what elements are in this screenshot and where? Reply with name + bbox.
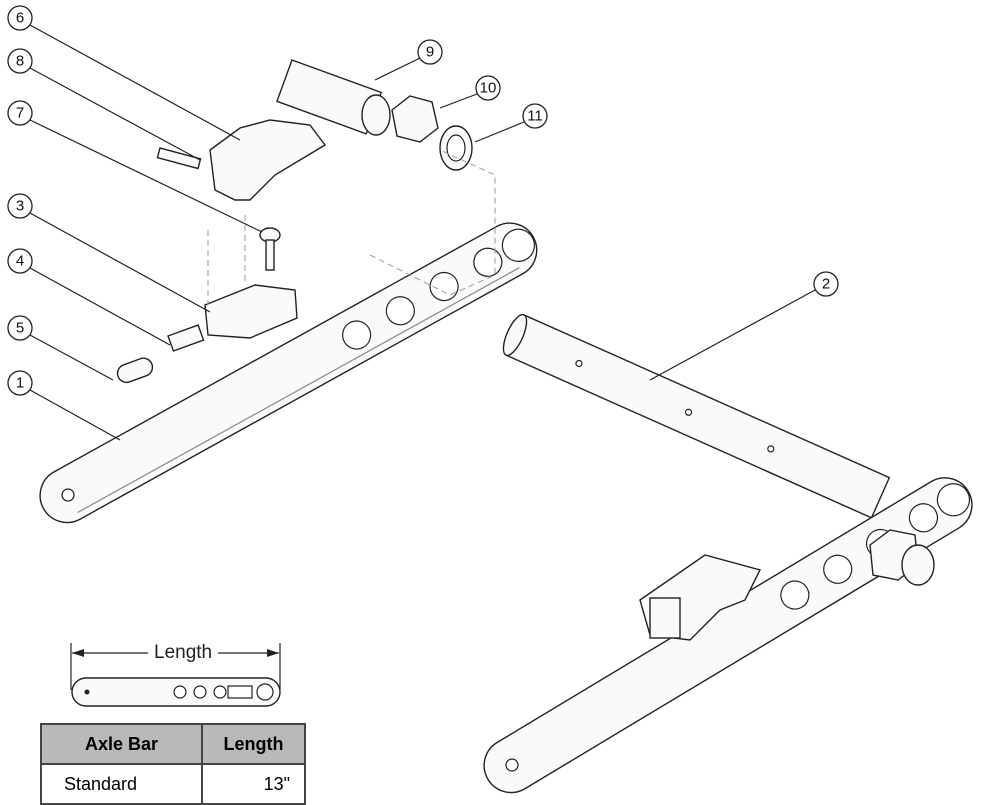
- axle-bar-length-table: Axle Bar Length Standard 13": [40, 723, 306, 805]
- spring-part-4: [167, 324, 205, 352]
- table-row: Standard 13": [40, 763, 306, 805]
- svg-text:6: 6: [16, 10, 24, 27]
- cell-axle-bar: Standard: [40, 763, 203, 805]
- svg-text:8: 8: [16, 53, 24, 70]
- leader-lines: [29, 24, 816, 441]
- callout-8: 8: [7, 48, 33, 74]
- axle-bar-left: [39, 222, 538, 524]
- svg-text:1: 1: [16, 375, 24, 392]
- cell-length: 13": [201, 763, 306, 805]
- axle-tube: [502, 313, 891, 519]
- clamp-assembled: [639, 554, 762, 641]
- callout-11: 11: [522, 103, 548, 129]
- callout-3: 3: [7, 193, 33, 219]
- table-header-row: Axle Bar Length: [40, 723, 306, 765]
- callout-7: 7: [7, 100, 33, 126]
- sleeve-part-9: [276, 59, 391, 136]
- svg-text:11: 11: [527, 108, 543, 125]
- callout-10: 10: [475, 75, 501, 101]
- pin-part-8: [156, 147, 202, 170]
- svg-text:5: 5: [16, 320, 24, 337]
- callout-6: 6: [7, 5, 33, 31]
- block-part-3: [204, 284, 298, 339]
- svg-text:7: 7: [16, 105, 24, 122]
- callout-9: 9: [417, 39, 443, 65]
- svg-text:2: 2: [822, 276, 830, 293]
- axle-bar-right: [483, 477, 973, 794]
- callout-5: 5: [7, 315, 33, 341]
- header-axle-bar: Axle Bar: [40, 723, 203, 765]
- callout-2: 2: [813, 271, 839, 297]
- callout-1: 1: [7, 370, 33, 396]
- clamp-part-6: [209, 119, 327, 201]
- header-length: Length: [201, 723, 306, 765]
- svg-text:9: 9: [426, 44, 434, 61]
- svg-text:10: 10: [480, 80, 497, 97]
- svg-text:3: 3: [16, 198, 24, 215]
- screw-part-7: [259, 227, 281, 271]
- length-dimension-label: Length: [148, 642, 219, 664]
- svg-text:4: 4: [16, 253, 24, 270]
- callout-4: 4: [7, 248, 33, 274]
- axle-nut-assembled: [869, 529, 935, 586]
- length-dimension-drawing: [70, 643, 281, 707]
- pin-part-5: [116, 357, 154, 384]
- nut-part-10: [391, 95, 439, 143]
